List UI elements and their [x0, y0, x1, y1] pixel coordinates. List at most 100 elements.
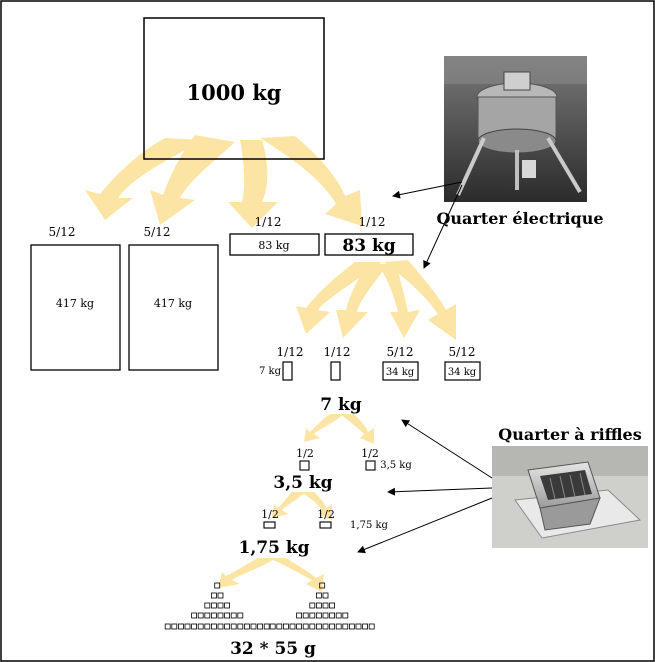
small-box-1 [282, 361, 293, 381]
flow-arrow-6 [336, 264, 388, 338]
subsample-square-11 [315, 602, 322, 609]
subsample-square-61 [368, 623, 375, 630]
flow-arrows-final [218, 558, 324, 592]
subsample-square-45 [263, 623, 270, 630]
subsample-square-43 [250, 623, 257, 630]
sample-divider-machine-photo [444, 56, 587, 202]
subsample-square-55 [329, 623, 336, 630]
subsample-square-56 [335, 623, 342, 630]
subsample-square-17 [210, 612, 217, 619]
subsample-square-30 [164, 623, 171, 630]
subsample-square-14 [191, 612, 198, 619]
flow-arrows-riffle-2 [272, 492, 332, 520]
riffle-divider-label: Quarter à riffles [498, 425, 641, 444]
subsample-square-58 [348, 623, 355, 630]
subsample-square-37 [210, 623, 217, 630]
riffle-box-2b [319, 521, 332, 529]
sample-box-417-b [128, 244, 219, 371]
subsample-square-19 [224, 612, 231, 619]
subsample-square-54 [322, 623, 329, 630]
initial-sample-label: 1000 kg [187, 80, 282, 105]
fraction-label-6: 1/12 [324, 345, 351, 359]
subsample-square-49 [289, 623, 296, 630]
small-box-4-label: 34 kg [448, 367, 477, 378]
subsample-square-10 [309, 602, 316, 609]
sample-box-417-b-label: 417 kg [154, 297, 192, 310]
riffle-box-1b [365, 460, 376, 471]
sample-box-83-a [229, 233, 320, 256]
riffle-stage-2-mass: 3,5 kg [273, 473, 332, 493]
subsample-square-60 [362, 623, 369, 630]
flow-arrow-r2b [300, 492, 332, 520]
subsample-square-36 [204, 623, 211, 630]
subsample-square-44 [257, 623, 264, 630]
subsample-square-32 [177, 623, 184, 630]
fraction-label-8: 5/12 [449, 345, 476, 359]
fraction-label-r1b: 1/2 [361, 447, 379, 460]
fraction-label-7: 5/12 [387, 345, 414, 359]
fraction-label-3: 1/12 [255, 215, 282, 229]
subsample-square-6 [204, 602, 211, 609]
subsample-square-8 [217, 602, 224, 609]
riffle-box-2a [263, 521, 276, 529]
sample-box-83-a-label: 83 kg [258, 239, 289, 252]
subsample-square-38 [217, 623, 224, 630]
subsample-square-0 [214, 582, 221, 589]
subsample-square-46 [269, 623, 276, 630]
riffle-box-1b-label: 3,5 kg [380, 460, 412, 471]
fraction-label-2: 5/12 [144, 225, 171, 239]
flow-arrow-r1b [340, 414, 374, 444]
sample-box-417-a [30, 244, 121, 371]
fraction-label-4: 1/12 [359, 215, 386, 229]
subsample-square-3 [217, 592, 224, 599]
riffle-stage-1-mass: 7 kg [320, 395, 362, 415]
flow-arrow-f1 [218, 558, 276, 588]
arrow-to-riffle-2 [387, 487, 493, 496]
subsample-square-9 [224, 602, 231, 609]
subsample-square-15 [197, 612, 204, 619]
subsample-square-29 [342, 612, 349, 619]
flow-arrow-1 [85, 138, 205, 220]
flow-arrow-5 [296, 262, 382, 334]
arrow-to-stage-1 [392, 181, 463, 199]
subsample-square-42 [243, 623, 250, 630]
subsample-square-18 [217, 612, 224, 619]
subsample-square-13 [329, 602, 336, 609]
flow-arrow-3 [228, 140, 278, 228]
fraction-label-r2b: 1/2 [317, 508, 335, 521]
final-stage-mass: 1,75 kg [239, 538, 310, 558]
flow-arrow-2 [150, 135, 235, 225]
flow-arrow-8 [384, 260, 456, 340]
subsample-square-34 [191, 623, 198, 630]
subsample-square-40 [230, 623, 237, 630]
subsample-square-33 [184, 623, 191, 630]
small-box-2 [330, 361, 341, 381]
sample-box-417-a-label: 417 kg [56, 297, 94, 310]
subsample-square-59 [355, 623, 362, 630]
small-box-1-label: 7 kg [259, 366, 282, 377]
flow-arrows-riffle-1 [304, 414, 374, 444]
subsample-square-20 [230, 612, 237, 619]
arrow-to-riffle-1 [401, 419, 493, 479]
subsample-square-23 [302, 612, 309, 619]
subsample-square-53 [315, 623, 322, 630]
flow-arrows-stage-1 [85, 135, 362, 228]
subsample-square-35 [197, 623, 204, 630]
arrow-to-riffle-3 [357, 497, 493, 554]
sample-box-83-b [324, 233, 414, 256]
flow-arrow-f2 [268, 558, 324, 592]
subsample-square-39 [224, 623, 231, 630]
electric-divider-label: Quarter électrique [436, 209, 603, 228]
small-box-4 [444, 361, 481, 381]
subsample-square-47 [276, 623, 283, 630]
subsample-square-22 [296, 612, 303, 619]
flow-arrows-stage-2 [296, 260, 456, 340]
fraction-label-r1a: 1/2 [296, 447, 314, 460]
subsample-square-25 [315, 612, 322, 619]
subsample-square-16 [204, 612, 211, 619]
riffle-box-1a [299, 460, 310, 471]
subsample-square-12 [322, 602, 329, 609]
subsample-square-27 [329, 612, 336, 619]
fraction-label-1: 5/12 [49, 225, 76, 239]
